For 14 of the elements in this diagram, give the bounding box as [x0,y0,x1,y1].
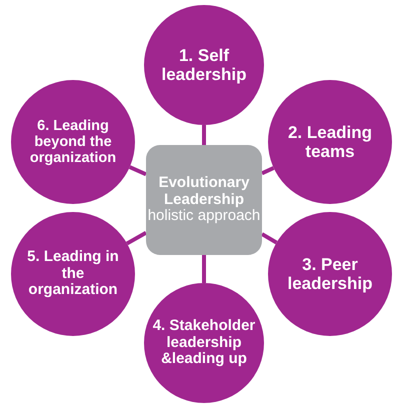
topic-label: 5. Leading in the organization [26,248,120,300]
topic-label: 3. Peer leadership [286,254,374,294]
connector-line [126,231,147,246]
connector-line [202,125,206,145]
connector-line [202,255,206,283]
center-subtitle: holistic approach [148,208,260,226]
connector-line [128,165,147,176]
center-box [146,145,262,255]
connector-line [260,232,278,244]
topic-label: 6. Leading beyond the organization [28,118,118,166]
topic-label: 4. Stakeholder leadership &leading up [152,318,256,368]
connector-line [261,166,275,176]
topic-label: 2. Leading teams [286,122,374,162]
topic-label: 1. Self leadership [160,46,248,84]
